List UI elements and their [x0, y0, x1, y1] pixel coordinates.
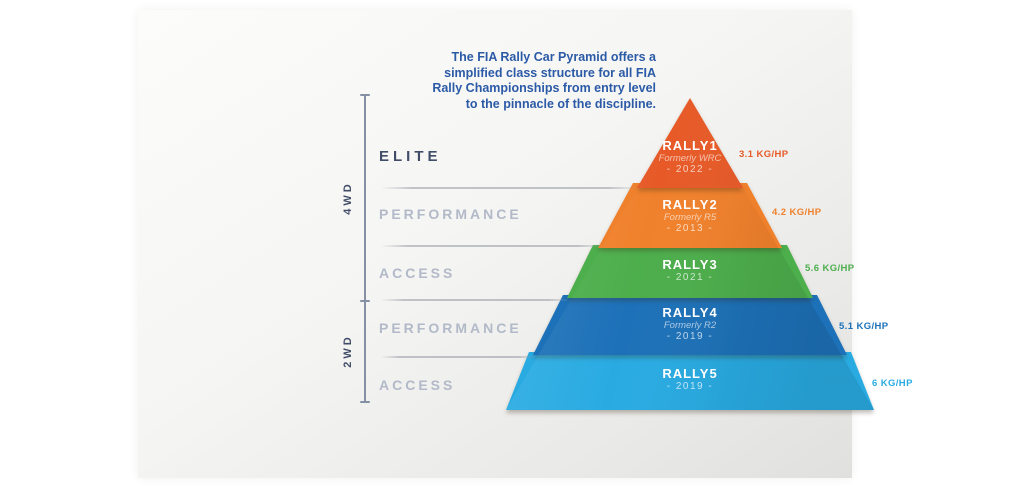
- power-ratio-rally4: 5.1 KG/HP: [839, 321, 889, 332]
- band-label-rally2: RALLY2 Formerly R5 - 2013 -: [590, 198, 790, 235]
- intro-line: The FIA Rally Car Pyramid offers a: [451, 50, 656, 64]
- power-ratio-rally5: 6 KG/HP: [872, 378, 913, 389]
- band-year: - 2019 -: [666, 331, 714, 342]
- tier-divider: [381, 299, 571, 301]
- power-ratio-rally2: 4.2 KG/HP: [772, 207, 822, 218]
- tier-label-performance-2wd: PERFORMANCE: [379, 320, 522, 336]
- power-ratio-rally1: 3.1 KG/HP: [739, 149, 789, 160]
- tier-label-access-4wd: ACCESS: [379, 265, 456, 281]
- band-name: RALLY3: [662, 257, 718, 272]
- band-label-rally1: RALLY1 Formerly WRC - 2022 -: [590, 139, 790, 176]
- drivetrain-axis-line: [364, 95, 366, 402]
- band-label-rally3: RALLY3 - 2021 -: [590, 258, 790, 284]
- drivetrain-label-4wd: 4WD: [342, 181, 354, 215]
- infographic-card: The FIA Rally Car Pyramid offers a simpl…: [138, 10, 912, 478]
- drivetrain-label-2wd: 2WD: [342, 334, 354, 368]
- intro-text: The FIA Rally Car Pyramid offers a simpl…: [432, 50, 656, 112]
- band-name: RALLY4: [662, 305, 718, 320]
- band-year: - 2021 -: [666, 272, 714, 283]
- intro-line: Rally Championships from entry level: [432, 81, 656, 95]
- axis-tick-middle: [360, 300, 370, 302]
- band-name: RALLY1: [662, 138, 718, 153]
- axis-tick-top: [360, 94, 370, 96]
- intro-line: to the pinnacle of the discipline.: [465, 96, 656, 111]
- tier-divider: [381, 245, 605, 247]
- tier-label-access-2wd: ACCESS: [379, 377, 456, 393]
- band-label-rally5: RALLY5 - 2019 -: [590, 367, 790, 393]
- tier-label-performance-4wd: PERFORMANCE: [379, 206, 522, 222]
- band-year: - 2019 -: [666, 381, 714, 392]
- band-formerly: Formerly WRC: [658, 153, 722, 164]
- band-formerly: Formerly R2: [663, 320, 717, 331]
- intro-line: simplified class structure for all FIA: [444, 65, 656, 80]
- tier-label-elite: ELITE: [379, 148, 442, 165]
- band-formerly: Formerly R5: [663, 212, 717, 223]
- axis-tick-bottom: [360, 401, 370, 403]
- power-ratio-rally3: 5.6 KG/HP: [805, 263, 855, 274]
- band-name: RALLY5: [662, 366, 718, 381]
- tier-divider: [381, 187, 639, 189]
- band-name: RALLY2: [662, 197, 718, 212]
- band-year: - 2022 -: [666, 164, 714, 175]
- band-label-rally4: RALLY4 Formerly R2 - 2019 -: [590, 306, 790, 343]
- tier-divider: [381, 356, 537, 358]
- band-year: - 2013 -: [666, 223, 714, 234]
